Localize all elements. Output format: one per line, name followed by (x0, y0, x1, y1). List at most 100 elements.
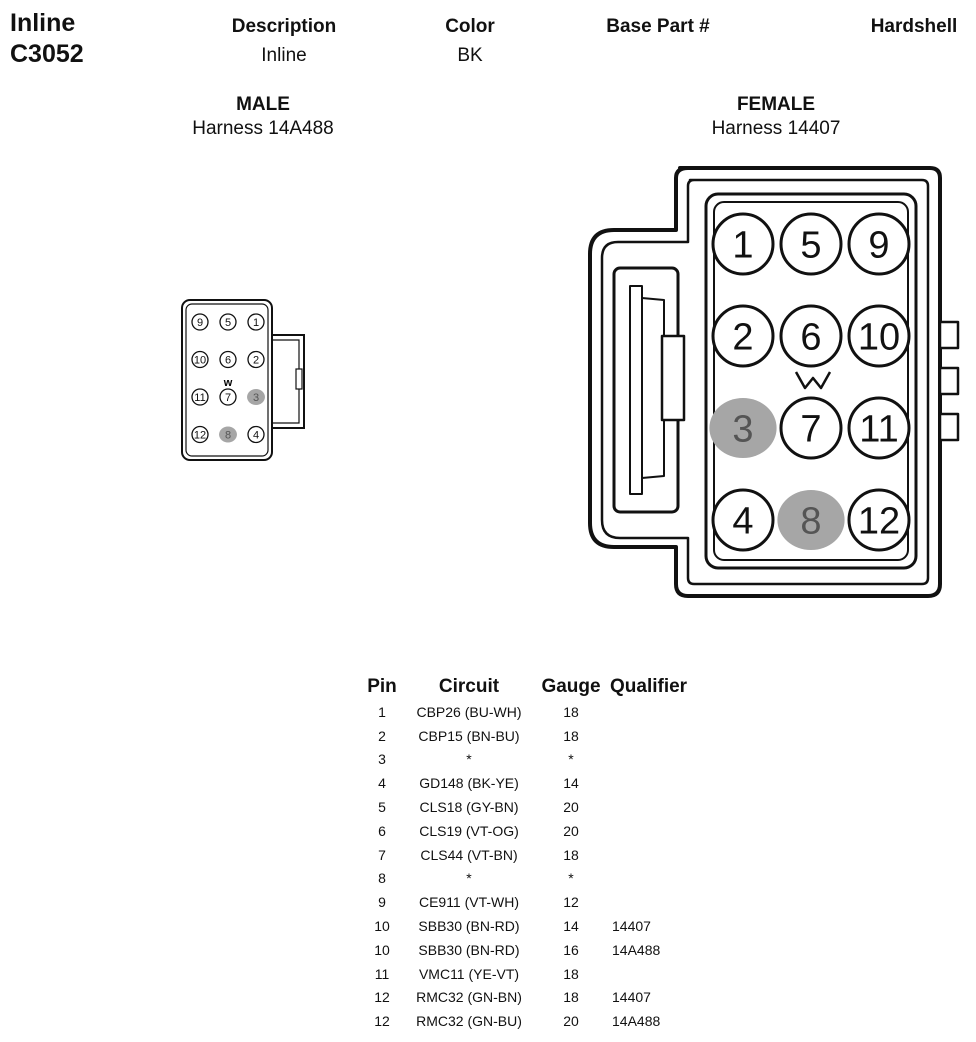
table-row: 9 CE911 (VT-WH) 12 (360, 890, 702, 914)
gauge-cell: 18 (563, 965, 579, 982)
female-pin-7: 7 (779, 396, 843, 460)
pin-header: Pin (367, 676, 397, 697)
male-pin-circle (247, 425, 265, 444)
connector-title: Inline C3052 (10, 8, 84, 70)
female-pin-circle (779, 396, 843, 460)
gauge-cell: 20 (563, 1013, 579, 1030)
male-pin-label: 3 (253, 392, 259, 404)
gauge-cell: 14 (563, 918, 579, 935)
circuit-cell: * (466, 870, 472, 887)
female-pin-label: 2 (732, 317, 753, 359)
male-pin-circle (219, 350, 237, 369)
pin-cell: 9 (378, 894, 386, 911)
circuit-cell: CLS19 (VT-OG) (419, 822, 519, 839)
male-pin-8: 8 (219, 426, 237, 443)
gauge-cell: 18 (563, 703, 579, 720)
table-row: 2 CBP15 (BN-BU) 18 (360, 724, 702, 748)
gauge-cell: 12 (563, 894, 579, 911)
circuit-cell: CBP26 (BU-WH) (416, 703, 522, 720)
male-pin-circle (191, 425, 209, 444)
pin-table-header: Pin Circuit Gauge Qualifier (360, 674, 702, 700)
pin-cell: 6 (378, 822, 386, 839)
color-value: BK (457, 45, 483, 66)
qualifier-cell: 14A488 (612, 941, 661, 958)
qualifier-cell: 14407 (612, 989, 651, 1006)
female-pin-circle (847, 212, 911, 276)
female-pin-circle (847, 396, 911, 460)
gauge-header: Gauge (541, 676, 601, 697)
qualifier-cell (608, 962, 702, 986)
male-connector-body (181, 299, 305, 461)
circuit-cell: CE911 (VT-WH) (418, 894, 520, 911)
female-pin-5: 5 (779, 212, 843, 276)
gauge-cell: 14 (563, 775, 579, 792)
qualifier-cell: 14407 (612, 918, 651, 935)
male-pin-label: 9 (197, 317, 203, 329)
female-pin-12: 12 (847, 488, 911, 552)
circuit-cell: CBP15 (BN-BU) (418, 727, 520, 744)
description-label: Description (231, 16, 337, 37)
pin-cell: 8 (378, 870, 386, 887)
female-harness: Harness 14407 (711, 118, 841, 139)
pin-cell: 2 (378, 727, 386, 744)
male-pin-label: 6 (225, 354, 231, 366)
gauge-cell: 18 (563, 846, 579, 863)
gauge-cell: * (568, 751, 574, 768)
male-pin-5: 5 (219, 313, 237, 331)
base-part-label: Base Part # (606, 16, 710, 37)
color-label: Color (445, 16, 495, 37)
female-pin-circle (777, 490, 845, 550)
female-pin-2: 2 (711, 304, 775, 368)
male-pin-circle (219, 388, 237, 406)
circuit-cell: * (466, 751, 472, 768)
description-value: Inline (261, 45, 307, 66)
female-pin-label: 8 (800, 501, 821, 543)
qualifier-cell (608, 843, 702, 867)
female-pin-circle (711, 304, 775, 368)
male-pin-label: 4 (253, 429, 259, 441)
female-pin-8: 8 (777, 490, 845, 550)
pin-cell: 5 (378, 799, 386, 816)
female-pin-9: 9 (847, 212, 911, 276)
male-pin-circle (191, 350, 209, 369)
male-pin-label: 12 (194, 429, 206, 441)
male-pin-11: 11 (191, 388, 209, 406)
male-pin-circle (191, 388, 209, 406)
qualifier-header: Qualifier (610, 676, 688, 697)
male-pin-label: 10 (194, 354, 206, 366)
female-pin-label: 6 (800, 317, 821, 359)
female-pin-circle (709, 398, 777, 458)
table-row: 3** (360, 748, 702, 772)
gauge-cell: 18 (563, 989, 579, 1006)
circuit-cell: GD148 (BK-YE) (419, 775, 519, 792)
gauge-cell: 20 (563, 799, 579, 816)
female-pin-1: 1 (711, 212, 775, 276)
male-pin-circle (191, 313, 209, 331)
pin-cell: 12 (374, 989, 390, 1006)
circuit-cell: RMC32 (GN-BU) (416, 1013, 522, 1030)
male-pin-4: 4 (247, 425, 265, 444)
male-pin-3: 3 (247, 389, 265, 405)
female-pin-6: 6 (779, 304, 843, 368)
male-pin-label: 5 (225, 317, 231, 329)
qualifier-cell (608, 890, 702, 914)
male-pin-circle (247, 313, 265, 331)
female-pin-label: 5 (800, 225, 821, 267)
female-pin-label: 4 (732, 501, 753, 543)
qualifier-cell (608, 819, 702, 843)
table-row: 8 * * (360, 867, 702, 891)
gauge-cell: 18 (563, 727, 579, 744)
gauge-cell: * (568, 870, 574, 887)
female-pin-label: 9 (868, 225, 889, 267)
male-pin-label: 2 (253, 354, 259, 366)
male-pin-label: 1 (253, 317, 259, 329)
circuit-cell: SBB30 (BN-RD) (418, 918, 520, 935)
connector-id: C3052 (10, 40, 84, 68)
pin-cell: 11 (374, 965, 390, 982)
